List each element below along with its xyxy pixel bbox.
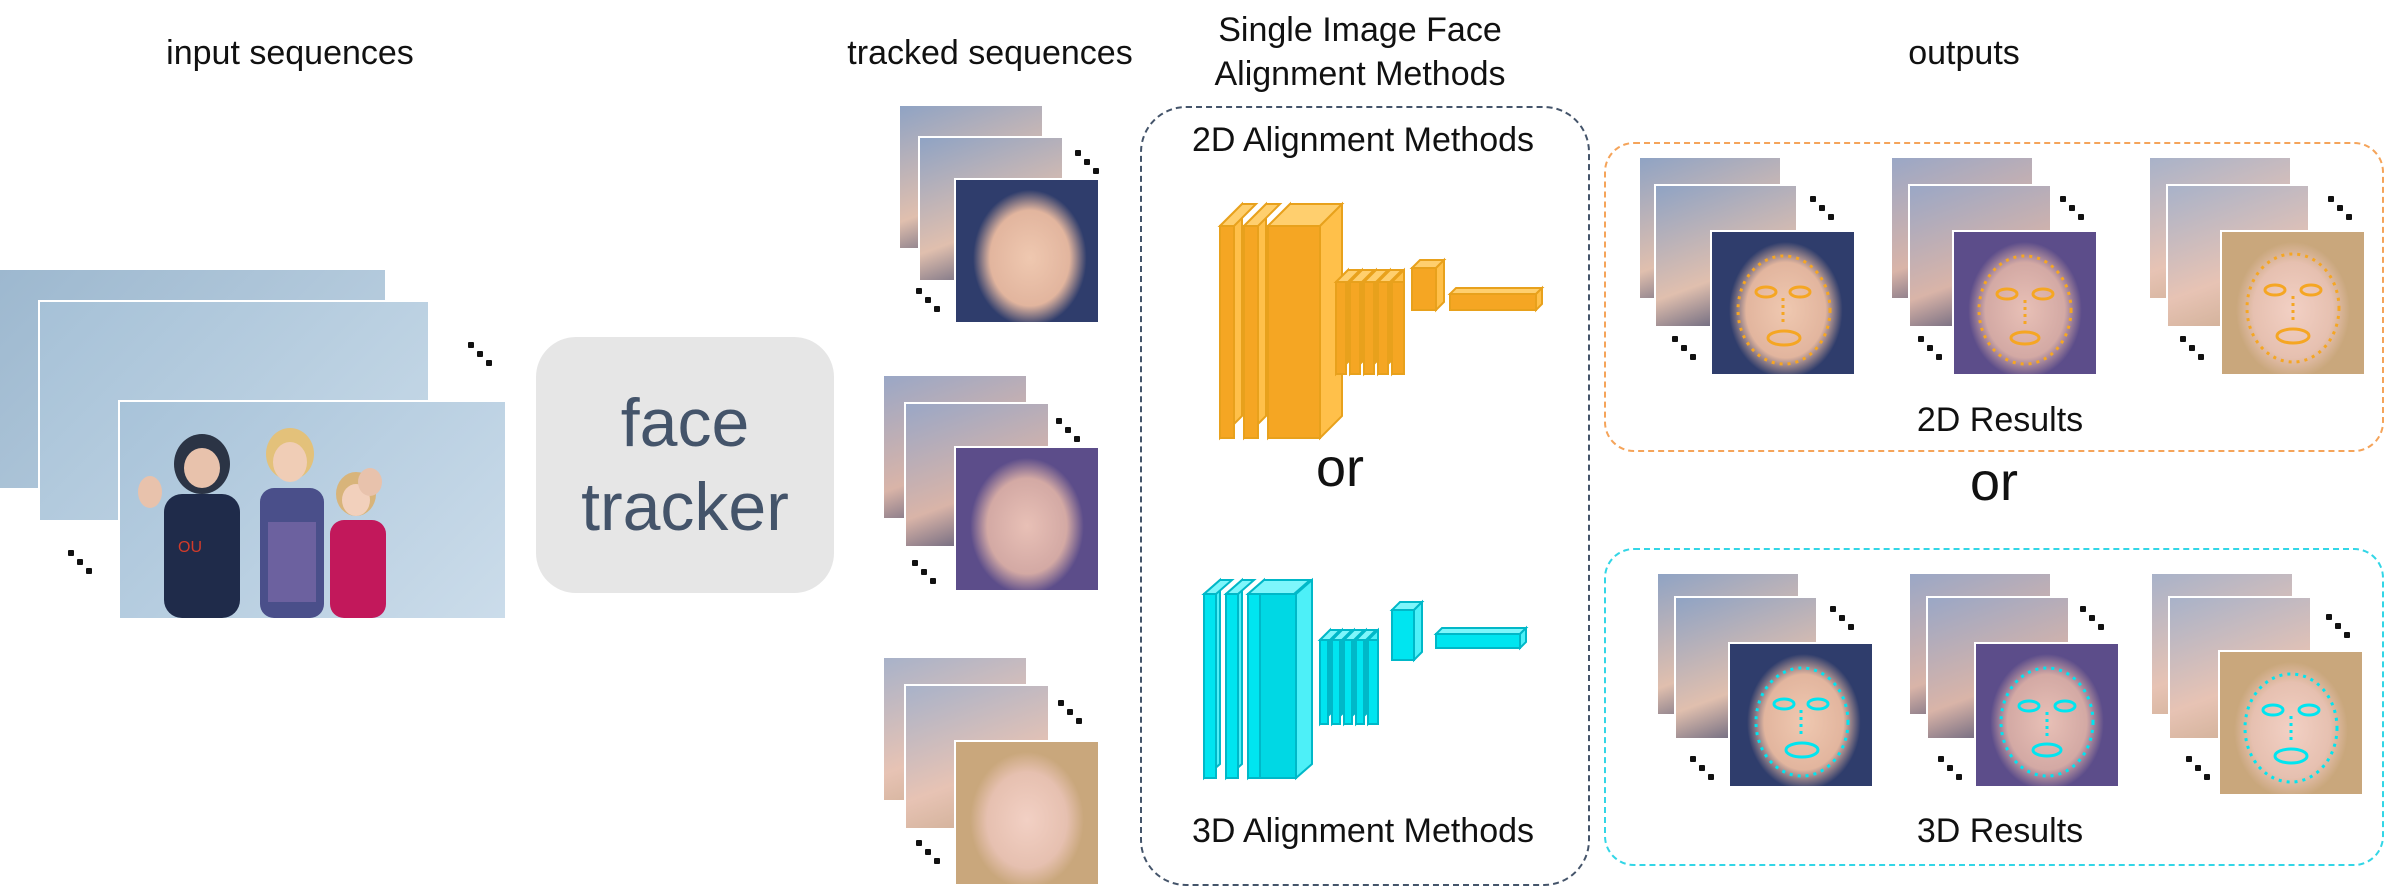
- tracked-face-front: [956, 448, 1098, 590]
- tracked-face-front: [956, 742, 1098, 884]
- alignment-3d-label: 3D Alignment Methods: [1191, 812, 1535, 850]
- alignment-methods-box: [1140, 106, 1590, 886]
- landmarks-3d-icon: [2243, 672, 2339, 784]
- results-3d-label: 3D Results: [1916, 812, 2084, 850]
- result-face-front: [1976, 644, 2118, 786]
- results-2d-label: 2D Results: [1916, 401, 2084, 439]
- face-tracker-label-line2: tracker: [581, 469, 789, 545]
- or-results-label: or: [1969, 452, 2018, 512]
- landmarks-2d-icon: [1736, 254, 1832, 366]
- result-face-front: [1730, 644, 1872, 786]
- face-tracker-box: face tracker: [536, 337, 834, 593]
- methods-title-line1: Single Image Face: [1218, 11, 1502, 49]
- cnn-3d-icon: [1196, 516, 1536, 796]
- methods-title-line2: Alignment Methods: [1214, 55, 1506, 93]
- landmarks-3d-icon: [1999, 666, 2095, 778]
- cnn-2d-icon: [1212, 166, 1552, 446]
- svg-text:OU: OU: [178, 539, 202, 556]
- input-frame-front: OU: [120, 402, 505, 618]
- tracked-sequences-title: tracked sequences: [847, 34, 1133, 72]
- kids-photo-icon: OU: [138, 428, 386, 618]
- landmarks-2d-icon: [1977, 254, 2073, 366]
- landmarks-2d-icon: [2245, 252, 2341, 364]
- alignment-2d-label: 2D Alignment Methods: [1191, 121, 1535, 159]
- results-3d-box: [1604, 548, 2384, 866]
- face-tracker-label-line1: face: [620, 385, 750, 461]
- outputs-title: outputs: [1908, 34, 2020, 72]
- results-2d-box: [1604, 142, 2384, 452]
- result-face-front: [2222, 232, 2364, 374]
- or-methods-label: or: [1315, 438, 1364, 498]
- input-sequences-title: input sequences: [166, 34, 414, 72]
- landmarks-3d-icon: [1754, 666, 1850, 778]
- result-face-front: [1954, 232, 2096, 374]
- tracked-face-front: [956, 180, 1098, 322]
- result-face-front: [2220, 652, 2362, 794]
- result-face-front: [1712, 232, 1854, 374]
